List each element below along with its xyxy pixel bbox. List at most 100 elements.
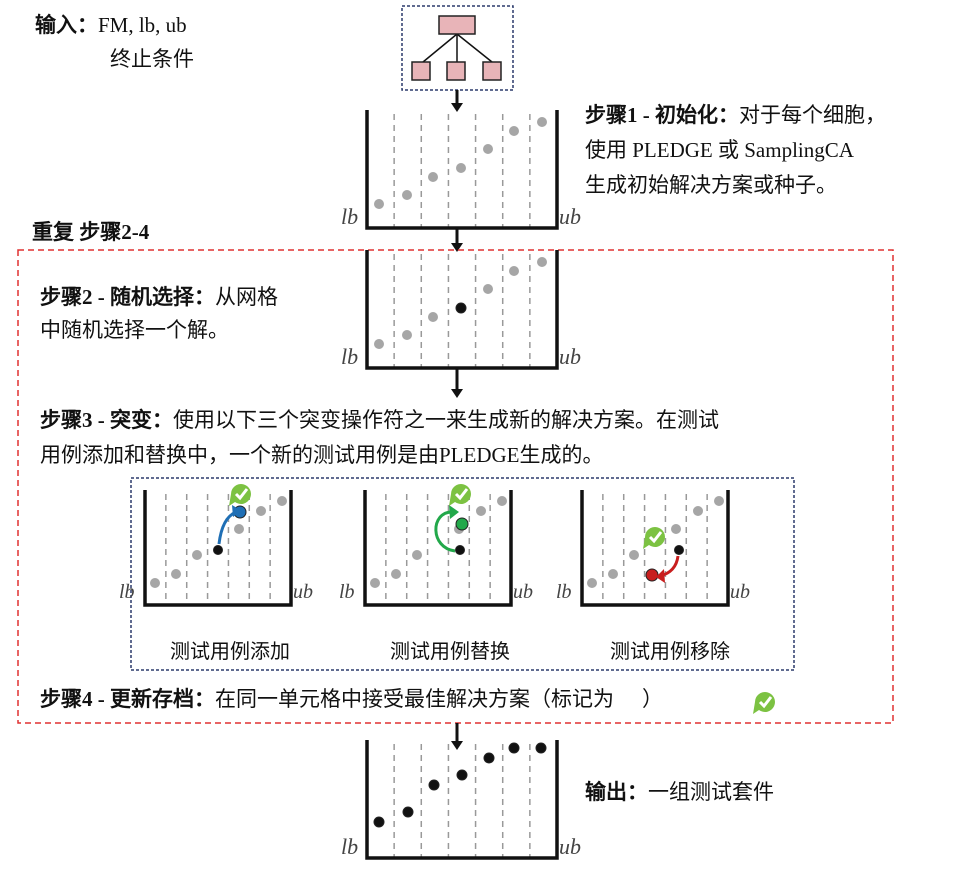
solution-point — [671, 524, 681, 534]
remove-arrow-head — [656, 569, 665, 583]
step4-line: 步骤4 - 更新存档：在同一单元格中接受最佳解决方案（标记为 ） — [40, 682, 663, 717]
grid-initial — [365, 110, 559, 230]
grid-frame — [365, 110, 559, 230]
check-mark — [648, 531, 663, 544]
step1-text: 对于每个细胞， — [739, 103, 886, 127]
step1-line3: 生成初始解决方案或种子。 — [585, 173, 837, 197]
step3-title: 步骤3 - 突变： — [40, 408, 173, 432]
arrow-head — [451, 741, 463, 750]
solution-point — [402, 330, 412, 340]
add-arrow-head — [232, 505, 242, 517]
grid-op-replace — [363, 490, 513, 607]
replacement-point — [455, 517, 469, 531]
check-mark — [234, 488, 249, 501]
check-icon — [449, 484, 472, 506]
tree-edge — [422, 33, 458, 63]
feature-model-icon — [401, 5, 514, 91]
input-params: FM, lb, ub — [98, 13, 187, 37]
tree-child-node — [482, 61, 502, 81]
repeat-label: 重复 步骤2-4 — [32, 220, 150, 244]
selected-point — [455, 302, 467, 314]
step1-title: 步骤1 - 初始化： — [585, 103, 739, 127]
arrow-head — [451, 243, 463, 252]
grid-selection-ub-label: ub — [559, 344, 581, 369]
final-solution-point — [402, 806, 414, 818]
selected-point — [455, 545, 465, 555]
final-solution-point — [456, 769, 468, 781]
replace-arrow-head — [449, 505, 459, 519]
grid-frame — [365, 250, 559, 370]
step3-line1: 步骤3 - 突变：使用以下三个突变操作符之一来生成新的解决方案。在测试 — [40, 403, 719, 438]
check-badge — [643, 527, 666, 549]
solution-point — [150, 578, 160, 588]
step1-line2: 使用 PLEDGE 或 SamplingCA — [585, 138, 854, 162]
tree-root-node — [438, 15, 476, 35]
solution-point — [483, 144, 493, 154]
grid-op-add-lb-label: lb — [119, 581, 135, 603]
tree-child-node — [411, 61, 431, 81]
final-solution-point — [428, 779, 440, 791]
step4-close: ） — [642, 687, 663, 711]
final-solution-point — [373, 816, 385, 828]
final-solution-point — [508, 742, 520, 754]
grid-op-replace-ub-label: ub — [513, 581, 533, 603]
selected-point — [213, 545, 223, 555]
grid-frame — [143, 490, 293, 607]
solution-point — [537, 117, 547, 127]
grid-initial-lb-label: lb — [341, 204, 359, 229]
grid-op-remove — [580, 490, 730, 607]
output-label: 输出： — [585, 780, 648, 804]
step4-title: 步骤4 - 更新存档： — [40, 687, 215, 711]
input-stop-condition: 终止条件 — [110, 47, 194, 71]
check-badge — [449, 484, 472, 506]
check-badge — [229, 484, 251, 506]
check-mark — [454, 488, 469, 501]
output-text: 一组测试套件 — [648, 780, 774, 804]
solution-point — [587, 578, 597, 588]
replace-arrow — [434, 510, 456, 553]
step3-line2: 用例添加和替换中，一个新的测试用例是由PLEDGE生成的。 — [40, 443, 604, 467]
grid-op-add-ub-label: ub — [293, 581, 313, 603]
check-badge — [753, 692, 775, 714]
solution-point — [608, 569, 618, 579]
grid-frame — [365, 740, 559, 860]
grid-frame — [580, 490, 730, 607]
step3-text: 使用以下三个突变操作符之一来生成新的解决方案。在测试 — [173, 408, 719, 432]
grid-op-replace-lb-label: lb — [339, 581, 355, 603]
solution-point — [629, 550, 639, 560]
final-solution-point — [535, 742, 547, 754]
solution-point — [391, 569, 401, 579]
solution-point — [256, 506, 266, 516]
step2-line2: 中随机选择一个解。 — [40, 318, 229, 342]
step2-title: 步骤2 - 随机选择： — [40, 285, 215, 309]
solution-point — [402, 190, 412, 200]
removed-point — [645, 568, 659, 582]
operator-remove-caption: 测试用例移除 — [610, 641, 730, 663]
solution-point — [412, 550, 422, 560]
solution-point — [374, 199, 384, 209]
tree-child-node — [446, 61, 466, 81]
arrow-head — [451, 389, 463, 398]
check-icon — [643, 527, 666, 549]
final-solution-point — [483, 752, 495, 764]
solution-point — [428, 172, 438, 182]
solution-point — [192, 550, 202, 560]
step4-text: 在同一单元格中接受最佳解决方案（标记为 — [215, 687, 614, 711]
solution-point — [714, 496, 724, 506]
solution-point — [497, 496, 507, 506]
grid-selection-lb-label: lb — [341, 344, 359, 369]
operator-replace-caption: 测试用例替换 — [390, 641, 510, 663]
grid-initial-ub-label: ub — [559, 204, 581, 229]
grid-op-add — [143, 490, 293, 607]
add-arrow — [217, 510, 237, 545]
grid-op-remove-ub-label: ub — [730, 581, 750, 603]
solution-point — [537, 257, 547, 267]
input-label: 输入： — [35, 13, 98, 37]
solution-point — [483, 284, 493, 294]
solution-point — [456, 163, 466, 173]
solution-point — [171, 569, 181, 579]
grid-output-lb-label: lb — [341, 834, 359, 859]
grid-frame — [363, 490, 513, 607]
